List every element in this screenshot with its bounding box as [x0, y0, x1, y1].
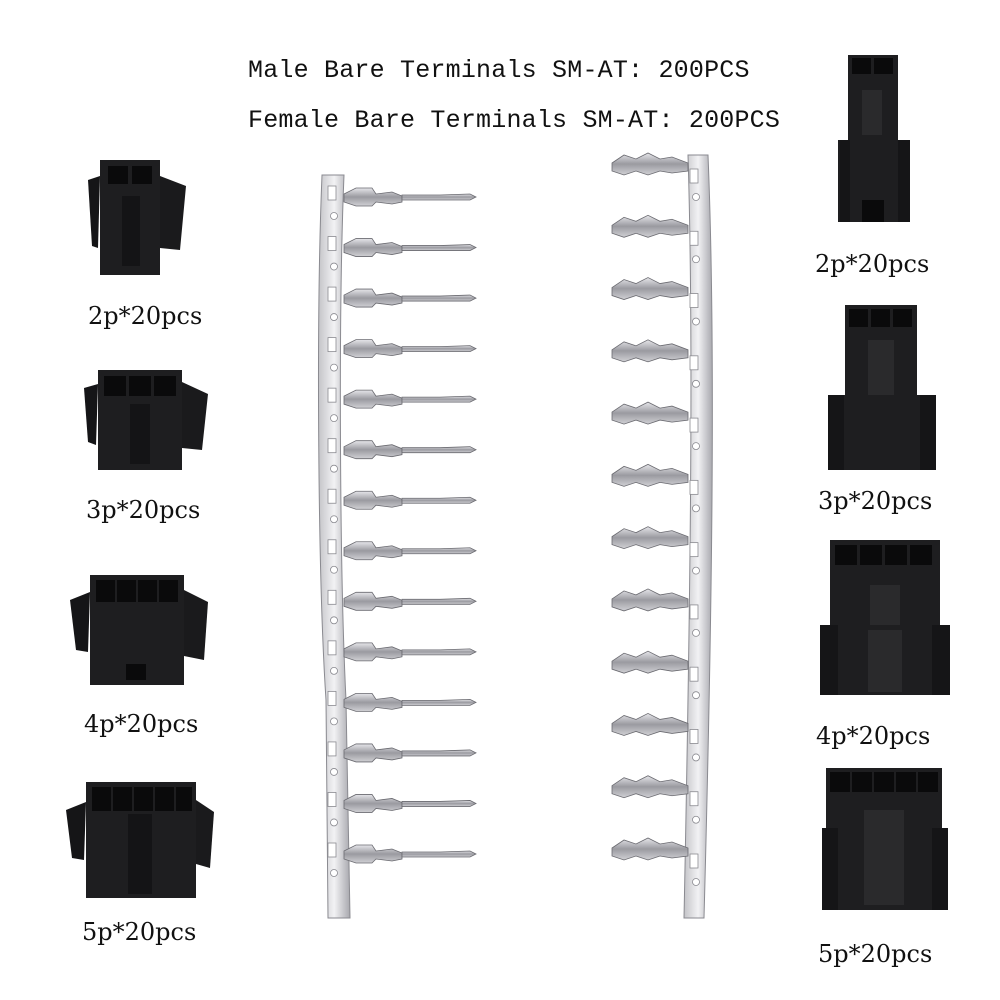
male-terminal	[327, 438, 477, 473]
male-terminal	[327, 741, 477, 776]
female-terminal	[611, 401, 700, 450]
male-terminal	[327, 286, 477, 321]
right-label-3p: 3p*20pcs	[818, 487, 933, 515]
right-connector-3p	[828, 305, 936, 470]
right-connector-2p	[838, 55, 910, 222]
female-terminal	[611, 650, 700, 700]
left-connector-5p	[66, 782, 214, 898]
male-terminal	[327, 589, 477, 625]
right-connector-4p	[820, 540, 950, 695]
female-terminal	[611, 588, 700, 637]
female-terminal	[611, 277, 700, 326]
right-label-2p: 2p*20pcs	[815, 250, 930, 278]
male-terminal	[327, 488, 477, 524]
male-terminal	[327, 690, 477, 726]
right-connector-5p	[822, 768, 948, 910]
female-terminal	[611, 214, 700, 264]
left-connector-4p	[70, 575, 208, 685]
female-terminal	[611, 526, 700, 575]
male-terminal-strip	[318, 174, 477, 919]
male-terminal	[327, 185, 477, 220]
female-terminal	[611, 152, 700, 201]
female-terminal	[611, 775, 700, 824]
male-terminal	[327, 236, 477, 271]
male-terminal	[327, 337, 477, 372]
left-label-5p: 5p*20pcs	[82, 918, 197, 946]
right-label-5p: 5p*20pcs	[818, 940, 933, 968]
female-terminal	[611, 713, 700, 762]
male-terminal	[327, 387, 477, 423]
male-terminal	[327, 539, 477, 574]
left-label-4p: 4p*20pcs	[84, 710, 199, 738]
female-terminals-heading: Female Bare Terminals SM-AT: 200PCS	[248, 106, 781, 135]
male-terminal	[327, 842, 477, 877]
right-label-4p: 4p*20pcs	[816, 722, 931, 750]
female-terminal	[611, 463, 700, 513]
male-terminals-heading: Male Bare Terminals SM-AT: 200PCS	[248, 56, 750, 85]
left-label-3p: 3p*20pcs	[86, 496, 201, 524]
male-terminal	[327, 792, 477, 827]
male-terminal	[327, 640, 477, 675]
left-connector-3p	[84, 370, 208, 470]
female-terminal	[611, 339, 700, 388]
left-connector-2p	[88, 160, 186, 275]
left-label-2p: 2p*20pcs	[88, 302, 203, 330]
female-terminal	[611, 837, 700, 886]
female-terminal-strip	[611, 152, 713, 919]
